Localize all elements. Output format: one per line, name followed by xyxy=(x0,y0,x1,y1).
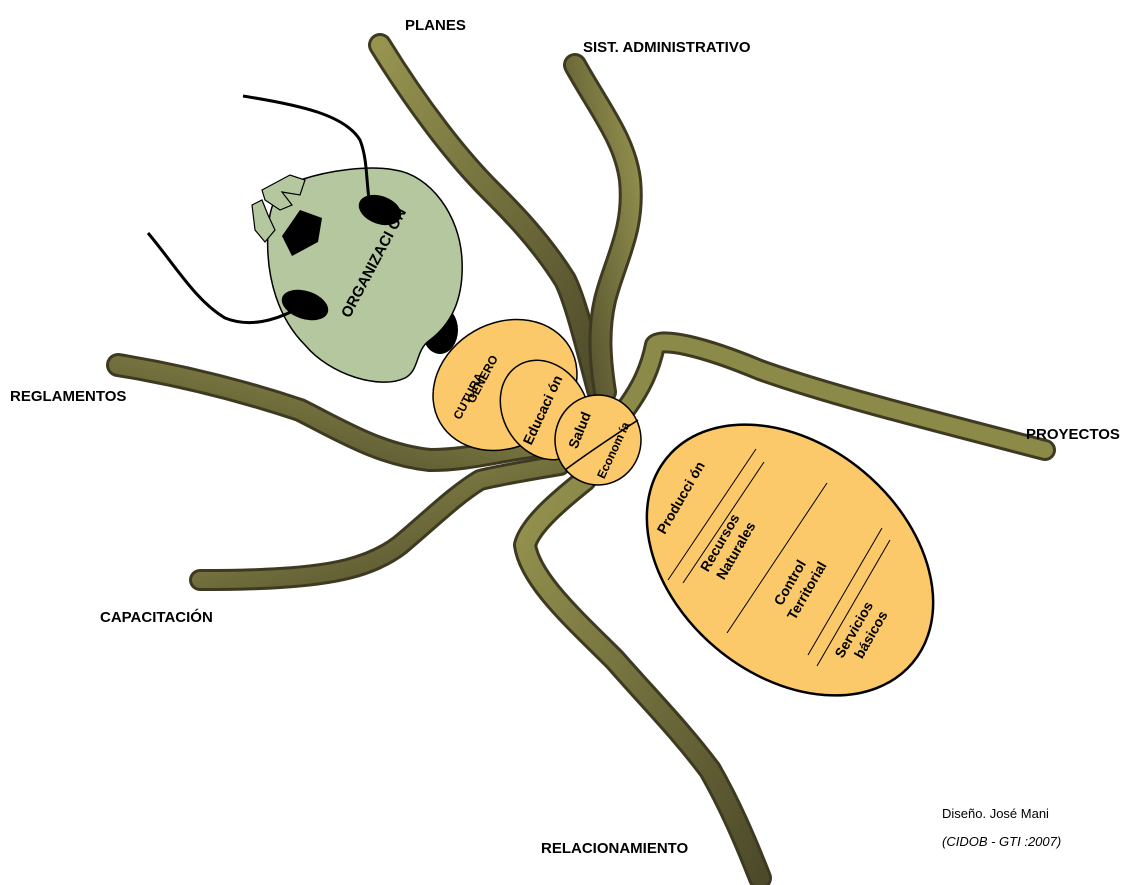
head: ORGANIZACI ÓN xyxy=(148,96,462,382)
label-sist-administrativo: SIST. ADMINISTRATIVO xyxy=(583,39,751,56)
label-reglamentos: REGLAMENTOS xyxy=(10,388,126,405)
label-relacionamiento: RELACIONAMIENTO xyxy=(541,840,689,857)
label-planes: PLANES xyxy=(405,17,466,34)
credits: Diseño. José Mani (CIDOB - GTI :2007) xyxy=(942,806,1061,849)
credit-author: Diseño. José Mani xyxy=(942,806,1049,821)
credit-source: (CIDOB - GTI :2007) xyxy=(942,834,1061,849)
leg-capacitacion xyxy=(200,465,560,580)
label-capacitacion: CAPACITACIÓN xyxy=(100,608,213,626)
leg-proyectos xyxy=(625,342,1045,450)
label-proyectos: PROYECTOS xyxy=(1026,426,1120,443)
